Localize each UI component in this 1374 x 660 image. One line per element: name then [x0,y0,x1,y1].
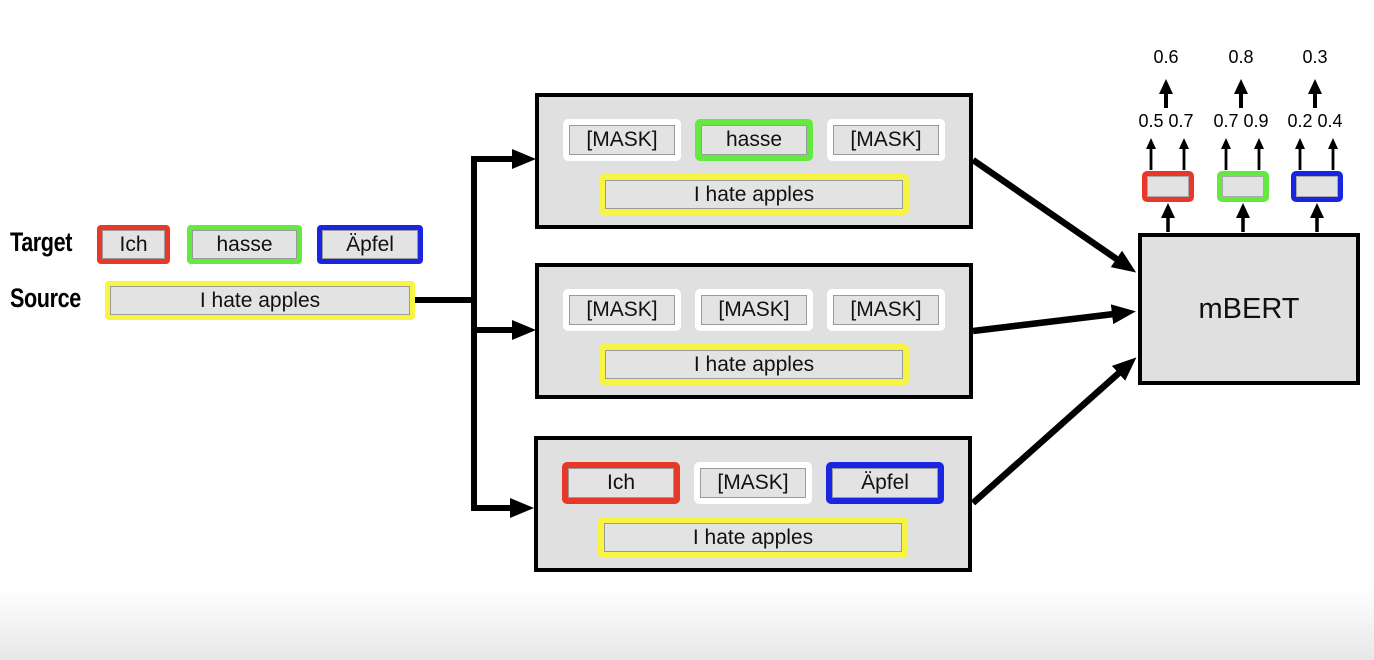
masked-input-box-3: Ich [MASK] Äpfel I hate apples [534,436,972,572]
aggregated-score-blue: 0.3 [1302,47,1328,67]
score-aggregation-arrows [1159,79,1322,108]
source-row: I hate apples [539,344,969,385]
target-token-aepfel: Äpfel [317,225,423,264]
target-label: Target [10,227,73,257]
aggregated-score-green: 0.8 [1228,47,1254,67]
source-sentence-token: I hate apples [598,517,908,558]
source-sentence-token: I hate apples [599,174,909,215]
source-row: I hate apples [539,174,969,215]
source-row: I hate apples [538,517,968,558]
source-branch-arrows [413,149,536,518]
output-box-green [1217,171,1269,202]
source-sentence-token: I hate apples [105,281,415,320]
token-scores-red: 0.5 0.7 [1138,111,1194,131]
output-box-red [1142,171,1194,202]
source-label: Source [10,283,81,313]
token-row: Ich [MASK] Äpfel [538,462,968,504]
mask-token: [MASK] [695,289,813,331]
input-to-model-arrows [970,157,1137,506]
mask-token: [MASK] [827,119,945,161]
mask-token: [MASK] [827,289,945,331]
masked-input-box-1: [MASK] hasse [MASK] I hate apples [535,93,973,229]
output-to-score-arrows [1146,138,1338,170]
source-sentence-token: I hate apples [599,344,909,385]
revealed-token-aepfel: Äpfel [826,462,944,504]
token-scores-blue: 0.2 0.4 [1287,111,1343,131]
token-scores-green: 0.7 0.9 [1213,111,1269,131]
token-row: [MASK] [MASK] [MASK] [539,289,969,331]
aggregated-score-red: 0.6 [1153,47,1179,67]
target-token-hasse: hasse [187,225,302,264]
revealed-token-hasse: hasse [695,119,813,161]
output-box-blue [1291,171,1343,202]
revealed-token-ich: Ich [562,462,680,504]
target-token-ich: Ich [97,225,170,264]
mask-token: [MASK] [563,289,681,331]
token-row: [MASK] hasse [MASK] [539,119,969,161]
model-to-output-arrows [1161,203,1324,232]
mask-token: [MASK] [563,119,681,161]
masked-input-box-2: [MASK] [MASK] [MASK] I hate apples [535,263,973,399]
mbert-model-box: mBERT [1138,233,1360,385]
mask-token: [MASK] [694,462,812,504]
